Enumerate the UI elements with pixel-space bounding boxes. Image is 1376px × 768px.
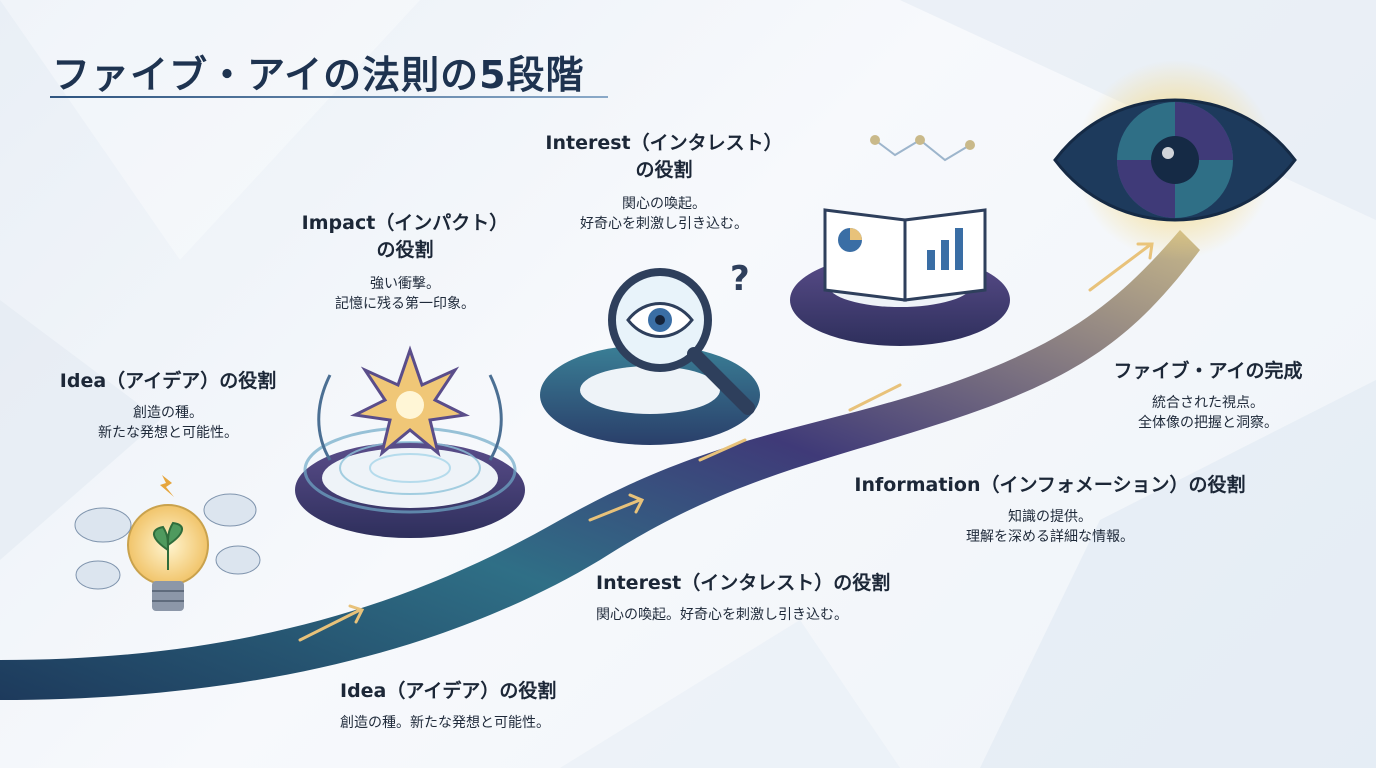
interest-line2: 好奇心を刺激し引き込む。 bbox=[580, 216, 748, 233]
page-title: ファイブ・アイの法則の5段階 bbox=[52, 53, 585, 97]
interest-card: Interest（インタレスト） の役割 関心の喚起。 好奇心を刺激し引き込む。 bbox=[530, 128, 798, 235]
complete-line2: 全体像の把握と洞察。 bbox=[1138, 415, 1278, 432]
impact-card: Impact（インパクト） の役割 強い衝撃。 記憶に残る第一印象。 bbox=[290, 208, 520, 315]
burst-icon bbox=[317, 345, 503, 461]
impact-line2: 記憶に残る第一印象。 bbox=[335, 296, 475, 313]
flow-ribbon bbox=[0, 230, 1200, 700]
complete-line1: 統合された視点。 bbox=[1152, 395, 1264, 411]
svg-text:?: ? bbox=[730, 259, 750, 299]
idea-bottom-line1: 創造の種。新たな発想と可能性。 bbox=[340, 715, 550, 731]
lightbulb-icon bbox=[74, 475, 261, 611]
impact-heading1: Impact（インパクト） bbox=[301, 212, 509, 234]
information-card: Information（インフォメーション）の役割 知識の提供。 理解を深める詳… bbox=[830, 470, 1270, 548]
complete-heading: ファイブ・アイの完成 bbox=[1113, 360, 1303, 382]
interest-heading2: の役割 bbox=[635, 159, 693, 181]
information-line1: 知識の提供。 bbox=[1008, 509, 1092, 525]
interest-heading1: Interest（インタレスト） bbox=[545, 132, 783, 154]
magnifier-eye-icon: ? bbox=[608, 259, 755, 415]
complete-card: ファイブ・アイの完成 統合された視点。 全体像の把握と洞察。 bbox=[1090, 356, 1326, 434]
information-line2: 理解を深める詳細な情報。 bbox=[966, 529, 1134, 546]
open-book-chart-icon bbox=[823, 135, 987, 302]
idea-heading: Idea（アイデア）の役割 bbox=[59, 370, 277, 392]
interest-bottom-line1: 関心の喚起。好奇心を刺激し引き込む。 bbox=[596, 607, 848, 623]
impact-heading2: の役割 bbox=[376, 239, 434, 261]
impact-line1: 強い衝撃。 bbox=[370, 276, 440, 292]
idea-line1: 創造の種。 bbox=[133, 405, 203, 421]
title-underline bbox=[50, 96, 608, 98]
eye-icon bbox=[1053, 60, 1297, 260]
idea-bottom-heading: Idea（アイデア）の役割 bbox=[340, 680, 557, 702]
information-heading: Information（インフォメーション）の役割 bbox=[854, 474, 1246, 496]
idea-line2: 新たな発想と可能性。 bbox=[98, 425, 238, 442]
interest-line1: 関心の喚起。 bbox=[622, 196, 706, 212]
interest-bottom-card: Interest（インタレスト）の役割 関心の喚起。好奇心を刺激し引き込む。 bbox=[596, 568, 936, 625]
interest-bottom-heading: Interest（インタレスト）の役割 bbox=[596, 572, 891, 594]
idea-card: Idea（アイデア）の役割 創造の種。 新たな発想と可能性。 bbox=[52, 366, 284, 444]
idea-bottom-card: Idea（アイデア）の役割 創造の種。新たな発想と可能性。 bbox=[340, 676, 620, 733]
